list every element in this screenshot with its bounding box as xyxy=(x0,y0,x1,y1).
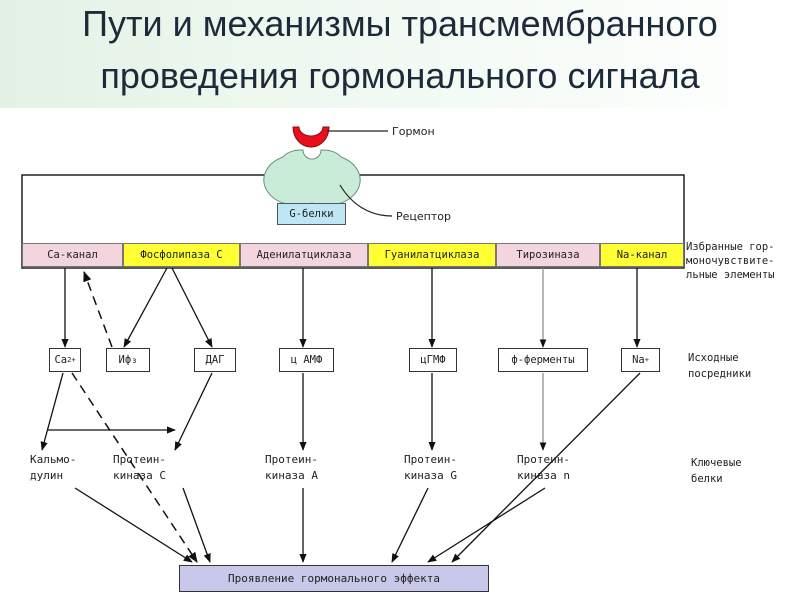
enzyme-na-channel: Na-канал xyxy=(600,243,684,267)
dashed-arrow-ca-to-plc xyxy=(83,271,113,348)
receptor-shape xyxy=(263,149,361,206)
mediator-f-enzymes: ф-ферменты xyxy=(498,348,588,372)
hormone-shape xyxy=(292,126,330,148)
mediator-na-charge: + xyxy=(644,356,649,364)
key-protein-kinase-n: Протеин- киназа n xyxy=(517,453,570,482)
arrow-na-to-effect xyxy=(451,372,641,563)
row-label-selected-elements: Избранные гор- моночувствите- льные элем… xyxy=(686,241,775,281)
receptor-pointer xyxy=(339,184,393,217)
enzyme-adenylate-cyclase: Аденилатциклаза xyxy=(240,243,368,267)
title-band xyxy=(0,0,800,108)
enzyme-guanylate-cyclase: Гуанилатциклаза xyxy=(368,243,496,267)
receptor-label: Рецептор xyxy=(396,210,451,223)
arrow-calmodulin-to-effect xyxy=(74,487,193,563)
row-label-key-proteins: Ключевые белки xyxy=(691,457,742,485)
mediator-camp: ц АМФ xyxy=(279,348,334,372)
key-protein-kinase-a: Протеин- киназа А xyxy=(265,453,318,482)
mediator-na: Na+ xyxy=(621,348,660,372)
key-protein-kinase-g: Протеин- киназа G xyxy=(404,453,457,482)
mediator-dag: ДАГ xyxy=(194,348,236,372)
key-protein-kinase-c: Протеин- киназа С xyxy=(113,453,166,482)
mediator-cgmp: цГМФ xyxy=(409,348,457,372)
enzyme-phospholipase-c: Фосфолипаза С xyxy=(123,243,240,267)
mediator-na-text: Na xyxy=(632,354,645,366)
key-protein-calmodulin: Кальмо- дулин xyxy=(30,453,77,482)
g-proteins-box: G-белки xyxy=(277,203,346,225)
arrow-pkc-to-effect xyxy=(182,487,211,563)
enzyme-tyrosinase: Тирозиназа xyxy=(496,243,600,267)
hormone-label: Гормон xyxy=(392,125,435,138)
slide-title-line-1: Пути и механизмы трансмембранного xyxy=(82,3,718,44)
mediator-ca-text: Ca xyxy=(54,354,68,366)
row-label-initial-mediators: Исходные посредники xyxy=(688,352,752,380)
arrow-plc-to-if3 xyxy=(123,267,168,348)
hormonal-effect-box: Проявление гормонального эффекта xyxy=(179,565,489,592)
arrow-dag-to-pkc xyxy=(174,372,213,451)
arrow-pkn-to-effect xyxy=(427,487,546,563)
dashed-arrow-ca-to-effect xyxy=(71,372,198,563)
mediator-ca-charge: 2+ xyxy=(67,356,76,364)
arrow-ca-to-calmodulin xyxy=(40,372,64,451)
arrow-plc-to-dag xyxy=(171,267,213,348)
enzyme-ca-channel: Са-канал xyxy=(22,243,123,267)
slide-title-line-2: проведения гормонального сигнала xyxy=(100,55,700,96)
arrow-pkg-to-effect xyxy=(391,487,429,563)
mediator-if3: Иф₃ xyxy=(106,348,150,372)
